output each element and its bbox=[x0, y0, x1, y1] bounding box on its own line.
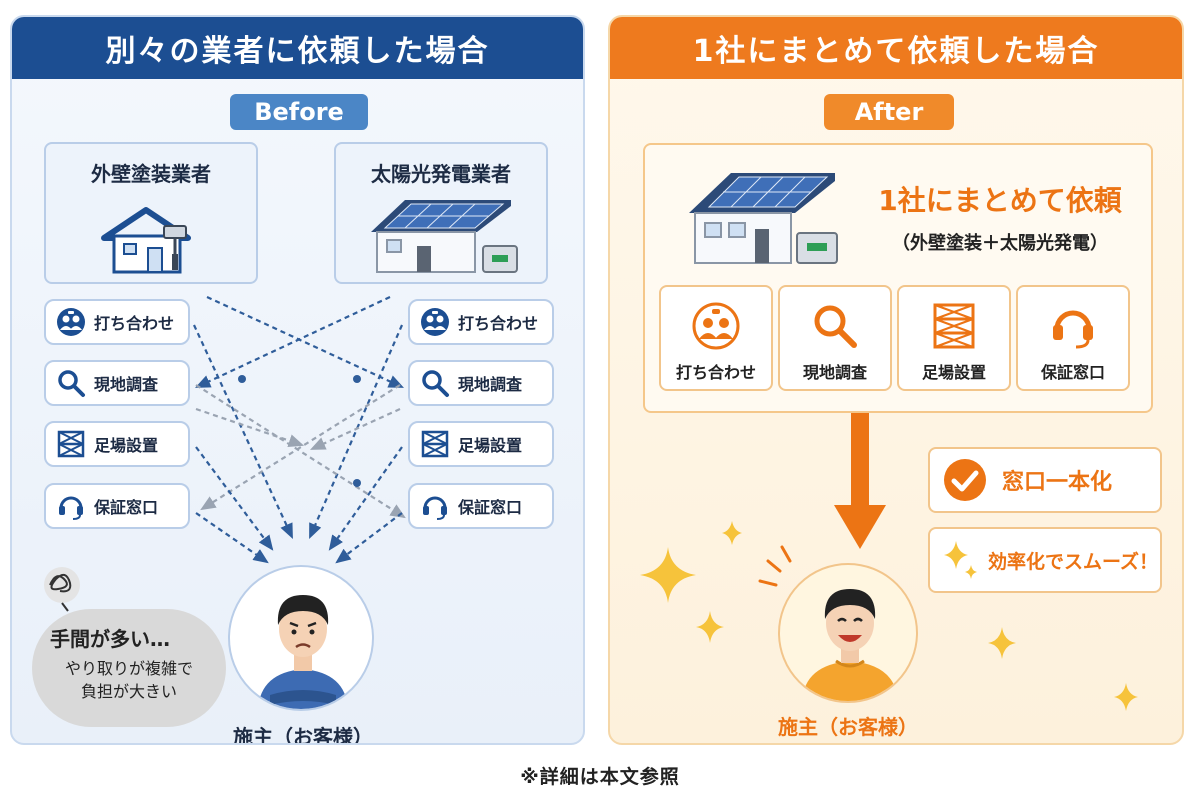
service-card-label: 保証窓口 bbox=[1040, 363, 1105, 382]
service-scaffold-left: 足場設置 bbox=[44, 421, 190, 467]
owner-avatar-happy bbox=[778, 563, 918, 703]
benefit-single-contact: 窓口一本化 bbox=[928, 447, 1162, 513]
arrow bbox=[335, 512, 403, 564]
before-panel: 別々の業者に依頼した場合 Before 外壁塗装業者 太陽光発電業者 bbox=[10, 15, 585, 745]
service-label: 保証窓口 bbox=[94, 498, 159, 517]
sparkle-icon bbox=[944, 541, 977, 579]
owner-avatar-worried bbox=[228, 565, 374, 711]
owner-label-before: 施主（お客様） bbox=[233, 725, 373, 745]
before-title: 別々の業者に依頼した場合 bbox=[12, 17, 583, 79]
service-survey-left: 現地調査 bbox=[44, 360, 190, 406]
service-meeting-right: 打ち合わせ bbox=[408, 299, 554, 345]
service-card-support: 保証窓口 bbox=[1016, 285, 1130, 391]
service-label: 打ち合わせ bbox=[458, 314, 539, 333]
service-card-survey: 現地調査 bbox=[778, 285, 892, 391]
before-tag: Before bbox=[230, 94, 368, 130]
after-panel: 1社にまとめて依頼した場合 After 1社にまとめて依頼 （外壁塗装＋太陽光発… bbox=[608, 15, 1184, 745]
down-arrow bbox=[834, 413, 886, 549]
service-label: 足場設置 bbox=[458, 436, 523, 455]
magnifier-icon bbox=[420, 368, 450, 398]
arrow bbox=[195, 407, 305, 448]
benefit-efficiency: 効率化でスムーズ！ bbox=[928, 527, 1162, 593]
service-card-label: 足場設置 bbox=[921, 363, 986, 382]
service-support-left: 保証窓口 bbox=[44, 483, 190, 529]
service-label: 現地調査 bbox=[94, 375, 159, 394]
meeting-icon bbox=[691, 301, 741, 355]
arrow bbox=[206, 296, 404, 388]
painting-contractor-card: 外壁塗装業者 bbox=[44, 142, 258, 284]
sparkle-icon bbox=[640, 547, 696, 603]
tangled-arrows bbox=[193, 296, 406, 564]
scaffold-icon bbox=[420, 429, 450, 459]
meeting-icon bbox=[420, 307, 450, 337]
footnote: ※詳細は本文参照 bbox=[520, 766, 680, 788]
tangle-scribble-icon bbox=[44, 567, 80, 612]
trouble-cloud: 手間が多い… やり取りが複雑で 負担が大きい bbox=[32, 609, 226, 727]
service-card-label: 現地調査 bbox=[802, 363, 867, 382]
arrow bbox=[200, 384, 401, 511]
arrow bbox=[195, 446, 274, 551]
trouble-line-2: 負担が大きい bbox=[80, 682, 177, 701]
arrow bbox=[195, 384, 406, 519]
headset-icon bbox=[56, 491, 86, 521]
painting-contractor-title: 外壁塗装業者 bbox=[91, 162, 211, 186]
check-icon bbox=[944, 459, 986, 501]
arrow bbox=[308, 324, 404, 540]
service-meeting-left: 打ち合わせ bbox=[44, 299, 190, 345]
service-support-right: 保証窓口 bbox=[408, 483, 554, 529]
service-label: 打ち合わせ bbox=[94, 314, 175, 333]
scaffold-icon bbox=[929, 301, 979, 355]
benefit-label: 効率化でスムーズ！ bbox=[988, 550, 1159, 573]
benefit-label: 窓口一本化 bbox=[1002, 470, 1113, 495]
service-survey-right: 現地調査 bbox=[408, 360, 554, 406]
solar-contractor-title: 太陽光発電業者 bbox=[371, 162, 511, 186]
house-with-roller-icon bbox=[101, 207, 191, 274]
service-card-scaffold: 足場設置 bbox=[897, 285, 1011, 391]
trouble-text: やり取りが複雑で 負担が大きい bbox=[32, 657, 226, 703]
headset-icon bbox=[1048, 301, 1098, 355]
magnifier-icon bbox=[810, 301, 860, 355]
service-label: 保証窓口 bbox=[458, 498, 523, 517]
sparkle-decorations bbox=[640, 521, 1138, 711]
trouble-line-1: やり取りが複雑で bbox=[64, 659, 193, 678]
service-label: 足場設置 bbox=[94, 436, 159, 455]
house-with-solar-icon bbox=[689, 173, 838, 264]
meeting-icon bbox=[56, 307, 86, 337]
house-with-solar-icon bbox=[371, 200, 518, 273]
arrow bbox=[195, 512, 269, 564]
arrow bbox=[309, 407, 401, 451]
one-company-group: 1社にまとめて依頼 （外壁塗装＋太陽光発電） 打ち合わせ 現地調査 足場設置 保… bbox=[643, 143, 1153, 413]
solar-contractor-card: 太陽光発電業者 bbox=[334, 142, 548, 284]
arrow bbox=[193, 324, 293, 539]
owner-label-after: 施主（お客様） bbox=[778, 715, 918, 739]
sparkle-icon bbox=[696, 611, 724, 643]
headset-icon bbox=[420, 491, 450, 521]
magnifier-icon bbox=[56, 368, 86, 398]
trouble-title: 手間が多い… bbox=[50, 627, 170, 651]
service-card-meeting: 打ち合わせ bbox=[659, 285, 773, 391]
one-company-title: 1社にまとめて依頼 bbox=[878, 184, 1122, 217]
sparkle-icon bbox=[722, 521, 742, 545]
after-tag: After bbox=[824, 94, 954, 130]
service-card-label: 打ち合わせ bbox=[675, 363, 756, 382]
service-label: 現地調査 bbox=[458, 375, 523, 394]
one-company-subtitle: （外壁塗装＋太陽光発電） bbox=[892, 233, 1108, 254]
sparkle-icon bbox=[1114, 683, 1138, 711]
sparkle-icon bbox=[988, 627, 1016, 659]
arrow bbox=[328, 446, 403, 551]
scaffold-icon bbox=[56, 429, 86, 459]
after-title: 1社にまとめて依頼した場合 bbox=[610, 17, 1182, 79]
arrow bbox=[195, 296, 391, 388]
service-scaffold-right: 足場設置 bbox=[408, 421, 554, 467]
